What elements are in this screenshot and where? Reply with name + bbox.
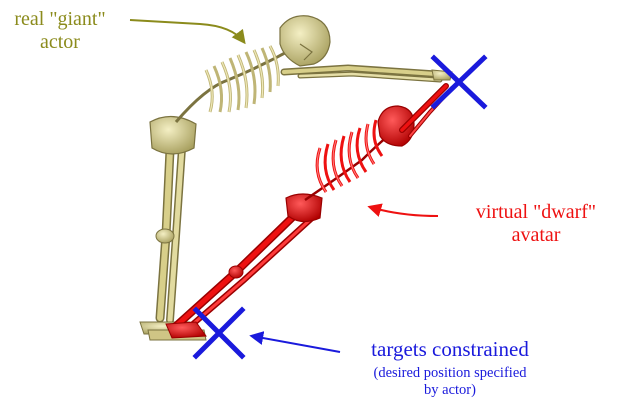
targets-sublabel: (desired position specified by actor) <box>360 365 540 400</box>
giant-actor-label-line1: real "giant" <box>4 8 116 31</box>
targets-label-title: targets constrained <box>340 337 560 361</box>
dwarf-pelvis <box>286 194 322 222</box>
giant-skeleton <box>140 16 452 340</box>
targets-sublabel-line1: (desired position specified <box>360 365 540 382</box>
targets-label: targets constrained <box>340 337 560 361</box>
targets-label-arrow <box>252 336 340 352</box>
dwarf-avatar-label: virtual "dwarf" avatar <box>452 201 620 247</box>
dwarf-legs <box>166 210 312 338</box>
giant-ribcage <box>176 46 294 122</box>
giant-label-arrow <box>130 20 244 42</box>
giant-actor-label: real "giant" actor <box>4 8 116 54</box>
giant-pelvis <box>150 116 196 154</box>
giant-actor-label-line2: actor <box>4 31 116 54</box>
giant-arms <box>284 68 452 80</box>
dwarf-avatar-label-line1: virtual "dwarf" <box>452 201 620 224</box>
dwarf-avatar-label-line2: avatar <box>452 224 620 247</box>
giant-skull <box>280 16 330 66</box>
dwarf-label-arrow <box>370 207 438 216</box>
dwarf-skeleton <box>166 86 452 338</box>
targets-sublabel-line2: by actor) <box>360 382 540 399</box>
